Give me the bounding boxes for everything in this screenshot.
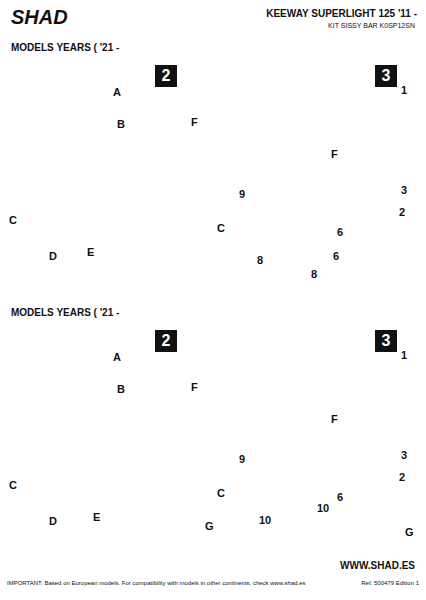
callout-label: 6 [336, 226, 344, 238]
callout-label: 3 [400, 184, 408, 196]
step-number-box: 3 [375, 330, 397, 352]
sheet-text: KIT SISSY BAR K0SP12SN [327, 22, 416, 30]
callout-label: A [112, 86, 122, 98]
callout-label: C [8, 214, 18, 226]
callout-label: B [116, 383, 126, 395]
callout-label: 9 [238, 453, 246, 465]
sheet-text: IMPORTANT: Based on European models. For… [6, 580, 307, 587]
step-number: 3 [382, 68, 391, 84]
callout-label: 1 [400, 84, 408, 96]
callout-label: C [216, 487, 226, 499]
callout-label: 6 [332, 250, 340, 262]
callout-label: 6 [336, 491, 344, 503]
callout-label: 9 [238, 188, 246, 200]
callout-label: A [112, 351, 122, 363]
callout-label: 10 [316, 502, 330, 514]
callout-label: G [404, 526, 415, 538]
callout-label: F [190, 116, 199, 128]
step-number: 3 [382, 333, 391, 349]
callout-label: E [86, 246, 95, 258]
step-number-box: 2 [155, 330, 177, 352]
step-number-box: 2 [155, 65, 177, 87]
sheet-text: MODELS YEARS ( '21 - [10, 42, 120, 53]
callout-label: 1 [400, 349, 408, 361]
callout-label: E [92, 511, 101, 523]
step-number-box: 3 [375, 65, 397, 87]
callout-label: 2 [398, 471, 406, 483]
sheet-text: SHAD [10, 6, 69, 28]
callout-label: F [330, 413, 339, 425]
step-number: 2 [162, 68, 171, 84]
callout-label: F [330, 148, 339, 160]
callout-label: F [190, 381, 199, 393]
callout-label: 8 [256, 254, 264, 266]
callout-label: 2 [398, 206, 406, 218]
callout-label: 8 [310, 268, 318, 280]
callout-label: D [48, 250, 58, 262]
callout-label: 3 [400, 449, 408, 461]
sheet-text: Ref. 500479 Edition 1 [360, 580, 420, 587]
callout-label: G [204, 520, 215, 532]
callout-label: 10 [258, 514, 272, 526]
callout-label: C [8, 479, 18, 491]
step-number: 2 [162, 333, 171, 349]
callout-label: C [216, 222, 226, 234]
sheet-text: MODELS YEARS ( '21 - [10, 307, 120, 318]
sheet-text: WWW.SHAD.ES [339, 560, 416, 571]
page-title: KEEWAY SUPERLIGHT 125 '11 - [265, 8, 418, 19]
callout-label: B [116, 118, 126, 130]
callout-label: D [48, 515, 58, 527]
